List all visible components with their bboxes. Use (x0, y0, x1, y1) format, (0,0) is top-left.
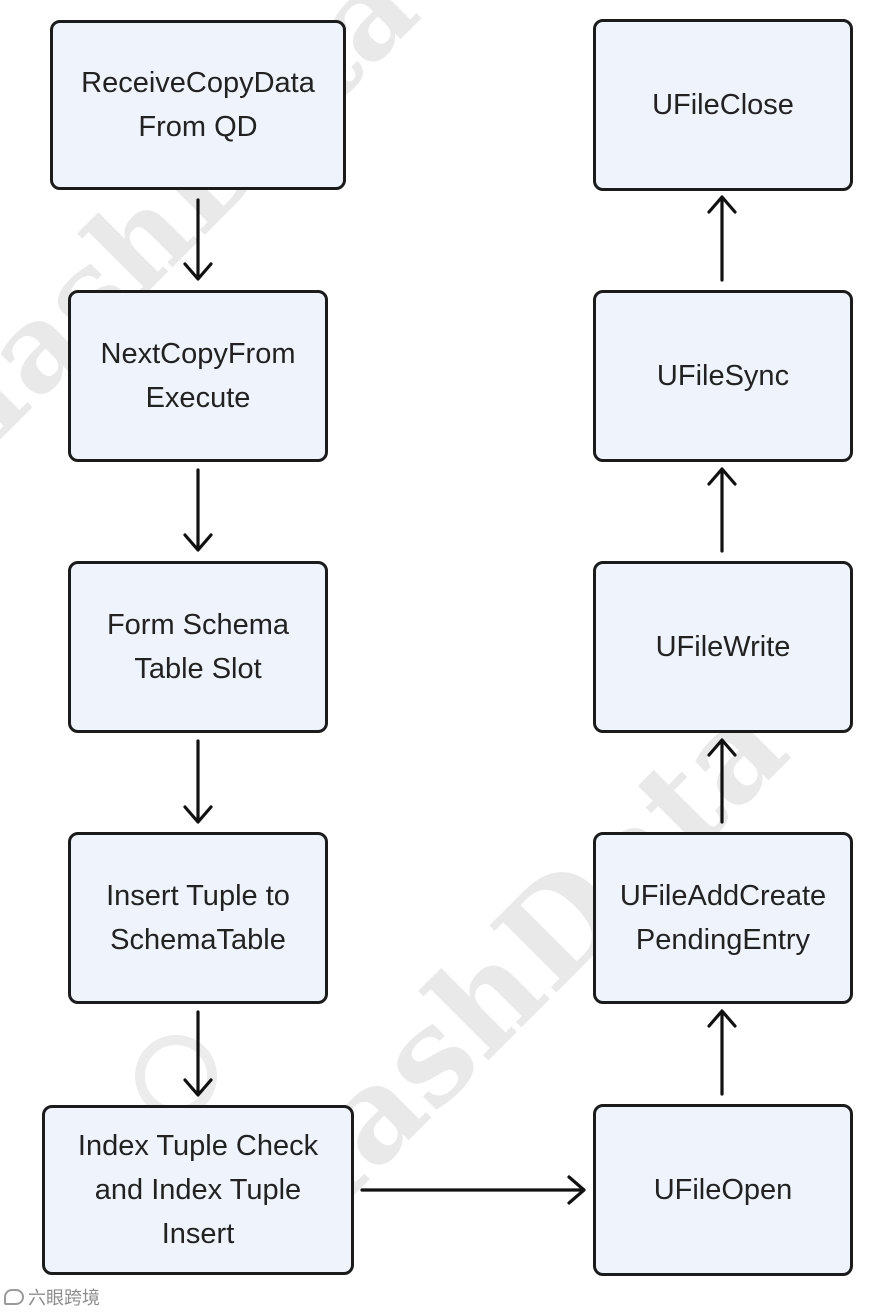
arrow-nextcopy-to-formschema (183, 468, 213, 552)
node-ufile-write: UFileWrite (593, 561, 853, 733)
node-label: UFileSync (656, 360, 790, 392)
node-receive-copy-data: ReceiveCopyData From QD (50, 20, 346, 190)
node-label: NextCopyFrom Execute (100, 338, 296, 414)
node-label: ReceiveCopyData From QD (81, 67, 315, 143)
arrow-ufileaddcreate-to-ufilewrite (707, 738, 737, 824)
node-label: UFileAddCreate PendingEntry (619, 880, 827, 956)
node-form-schema-table-slot: Form Schema Table Slot (68, 561, 328, 733)
arrow-indextuple-to-ufileopen (360, 1175, 586, 1205)
node-label: UFileClose (652, 89, 794, 121)
arrow-formschema-to-inserttuple (183, 739, 213, 824)
node-ufile-sync: UFileSync (593, 290, 853, 462)
arrow-ufilewrite-to-ufilesync (707, 467, 737, 553)
arrow-inserttuple-to-indextuple (183, 1010, 213, 1097)
node-label: UFileWrite (655, 631, 791, 663)
chat-bubble-icon (4, 1289, 24, 1305)
node-label: Index Tuple Check and Index Tuple Insert (77, 1130, 319, 1250)
footer-brand: 六眼跨境 (4, 1284, 100, 1310)
node-label: UFileOpen (653, 1174, 793, 1206)
node-label: Insert Tuple to SchemaTable (106, 880, 290, 956)
arrow-ufileopen-to-ufileaddcreate (707, 1009, 737, 1096)
node-label: Form Schema Table Slot (106, 609, 290, 685)
node-ufile-close: UFileClose (593, 19, 853, 191)
footer-text: 六眼跨境 (28, 1288, 100, 1308)
node-index-tuple-check: Index Tuple Check and Index Tuple Insert (42, 1105, 354, 1275)
node-ufile-add-create-pending-entry: UFileAddCreate PendingEntry (593, 832, 853, 1004)
node-insert-tuple: Insert Tuple to SchemaTable (68, 832, 328, 1004)
arrow-ufilesync-to-ufileclose (707, 195, 737, 282)
node-ufile-open: UFileOpen (593, 1104, 853, 1276)
arrow-receive-to-nextcopy (183, 198, 213, 281)
node-next-copy-from-execute: NextCopyFrom Execute (68, 290, 328, 462)
